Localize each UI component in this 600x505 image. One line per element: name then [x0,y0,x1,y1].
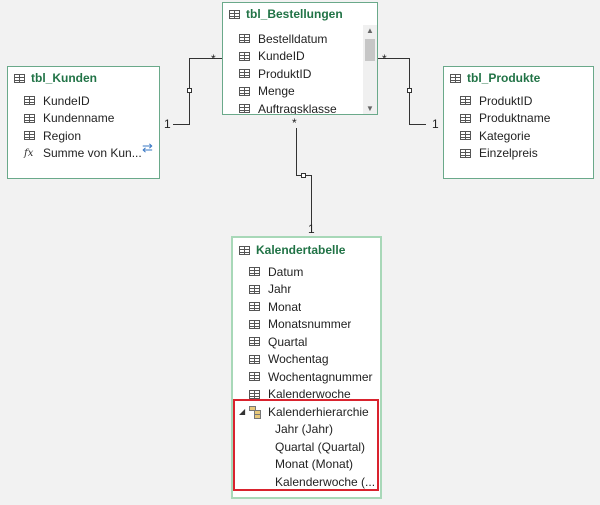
hierarchy-icon [249,405,263,419]
table-icon [239,245,250,255]
rel-line-kunden-h2 [189,58,222,59]
rel-marker-kalender[interactable] [301,173,306,178]
hierarchy-highlight [233,399,379,491]
table-icon [24,131,35,141]
table-icon [239,69,250,79]
scrollbar[interactable]: ▲ ▼ [363,25,377,114]
table-icon [249,337,260,347]
field-row[interactable]: Kategorie [444,127,593,145]
rel-many-kunden: * [211,52,216,66]
table-title: Kalendertabelle [256,243,346,257]
sync-icon[interactable]: ⇄ [142,140,153,155]
table-icon [229,9,240,19]
table-icon [239,34,250,44]
collapse-triangle-icon[interactable]: ◢ [239,407,246,417]
field-row[interactable]: Menge [223,83,363,101]
scroll-up-icon[interactable]: ▲ [366,26,374,35]
rel-marker-produkte[interactable] [407,88,412,93]
scroll-thumb[interactable] [365,39,375,61]
table-produkte[interactable]: tbl_Produkte ProduktID Produktname Kateg… [443,66,594,179]
field-row[interactable]: Jahr [233,281,380,299]
rel-line-produkte-h2 [409,124,426,125]
table-icon [239,104,250,114]
table-icon [249,267,260,277]
field-row[interactable]: Monat [233,298,380,316]
table-icon [14,73,25,83]
table-kalender[interactable]: Kalendertabelle Datum Jahr Monat Monatsn… [231,236,382,499]
rel-line-kunden-h1 [173,124,189,125]
table-icon [249,319,260,329]
field-row[interactable]: Wochentagnummer [233,368,380,386]
rel-line-kalender-v1 [296,128,297,176]
table-header[interactable]: Kalendertabelle [233,238,380,262]
field-row[interactable]: Quartal [233,333,380,351]
fx-measure-icon: fx [24,147,34,159]
table-icon [460,113,471,123]
rel-marker-kunden[interactable] [187,88,192,93]
field-row[interactable]: KundeID [223,48,363,66]
field-row[interactable]: Datum [233,263,380,281]
hierarchy-row[interactable]: ◢ Kalenderhierarchie [239,404,369,419]
field-row[interactable]: Kalenderwoche [233,386,380,404]
table-icon [249,284,260,294]
field-row[interactable]: ProduktID [444,92,593,110]
rel-one-kalender: 1 [308,222,315,236]
field-row[interactable]: Auftragsklasse [223,100,363,114]
field-row[interactable]: Einzelpreis [444,145,593,163]
scroll-down-icon[interactable]: ▼ [366,104,374,113]
field-row[interactable]: Monatsnummer [233,316,380,334]
rel-line-kalender-v2 [311,175,312,225]
table-bestellungen[interactable]: tbl_Bestellungen Bestelldatum KundeID Pr… [222,2,378,115]
field-row[interactable]: Region [8,127,159,145]
table-icon [249,354,260,364]
table-icon [450,73,461,83]
table-icon [460,96,471,106]
table-icon [239,51,250,61]
rel-line-produkte-h1 [378,58,409,59]
table-icon [24,113,35,123]
table-header[interactable]: tbl_Produkte [444,67,593,89]
table-header[interactable]: tbl_Kunden [8,67,159,89]
table-icon [249,302,260,312]
table-icon [460,148,471,158]
table-title: tbl_Produkte [467,71,541,85]
table-title: tbl_Bestellungen [246,7,343,21]
table-icon [460,131,471,141]
rel-one-kunden: 1 [164,117,171,131]
field-row[interactable]: Produktname [444,110,593,128]
field-row[interactable]: Wochentag [233,351,380,369]
field-row[interactable]: ProduktID [223,65,363,83]
field-row[interactable]: Kundenname [8,110,159,128]
rel-many-kalender: * [292,116,297,130]
rel-one-produkte: 1 [432,117,439,131]
table-header[interactable]: tbl_Bestellungen [223,3,377,25]
field-row[interactable]: Bestelldatum [223,30,363,48]
table-icon [249,389,260,399]
table-icon [249,372,260,382]
field-row[interactable]: KundeID [8,92,159,110]
table-icon [24,96,35,106]
table-icon [239,86,250,96]
rel-many-produkte: * [382,52,387,66]
table-title: tbl_Kunden [31,71,97,85]
